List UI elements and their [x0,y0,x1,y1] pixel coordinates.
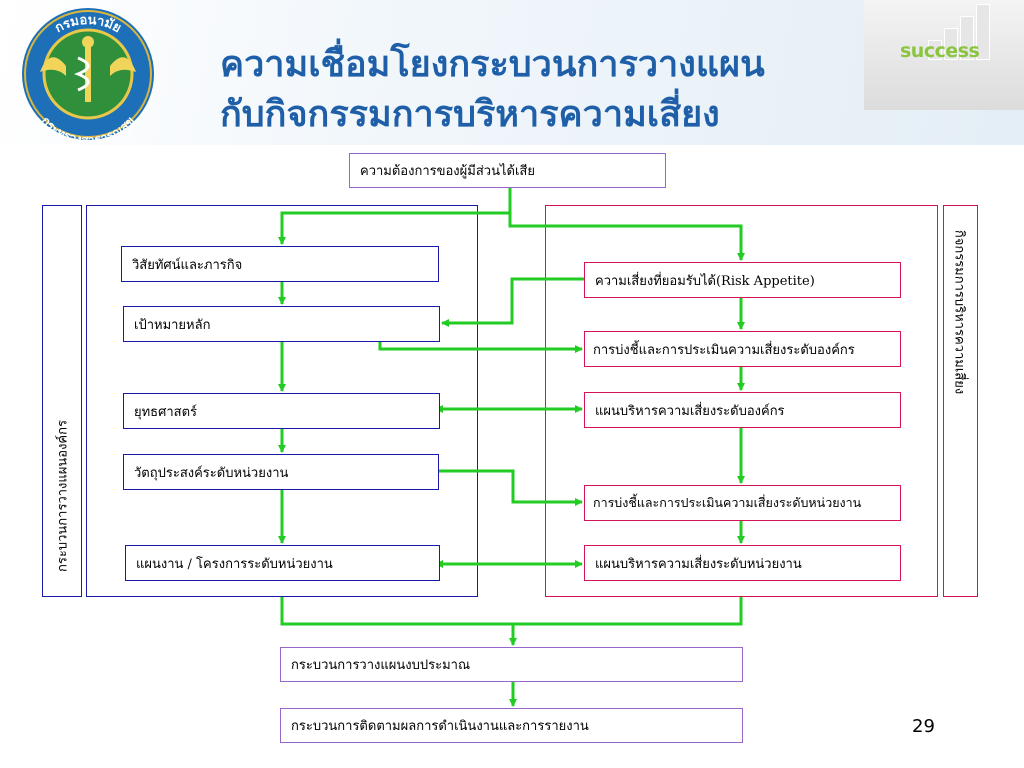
monitoring-box: กระบวนการติดตามผลการดำเนินงานและการรายงา… [280,708,743,743]
planning-step-project: แผนงาน / โครงการระดับหน่วยงาน [125,545,440,581]
risk-step-appetite: ความเสี่ยงที่ยอมรับได้(Risk Appetite) [584,262,901,298]
risk-step-org-plan: แผนบริหารความเสี่ยงระดับองค์กร [584,392,901,428]
arrow-stakeholder-to-appetite [508,213,745,261]
header-background [0,0,1024,145]
ministry-seal-icon: กรมอนามัย กระทรวงสาธารณสุข [22,8,154,142]
page-number: 29 [912,716,935,737]
arrow-stakeholder-to-vision [278,188,512,245]
arrow-risk-to-budget [513,597,743,626]
arrow-appetite-to-goal [441,277,584,327]
success-text: success [900,40,980,62]
risk-step-unit-plan: แผนบริหารความเสี่ยงระดับหน่วยงาน [584,545,901,581]
planning-step-objective: วัตถุประสงค์ระดับหน่วยงาน [123,454,439,490]
planning-step-strategy: ยุทธศาสตร์ [123,393,440,429]
risk-step-org-assessment: การบ่งชี้และการประเมินความเสี่ยงระดับองค… [584,331,901,367]
planning-step-goal: เป้าหมายหลัก [123,306,440,342]
risk-side-frame [943,205,978,597]
planning-step-vision: วิสัยทัศน์และภารกิจ [121,246,439,282]
arrow-goal-to-org-assess [378,342,583,353]
page-title: ความเชื่อมโยงกระบวนการวางแผน กับกิจกรรมก… [220,40,765,140]
success-badge: success [864,0,1024,110]
planning-frame [86,205,478,597]
budget-planning-box: กระบวนการวางแผนงบประมาณ [280,647,743,682]
title-line-2: กับกิจกรรมการบริหารความเสี่ยง [220,94,720,135]
arrow-planning-to-budget [280,597,517,646]
title-line-1: ความเชื่อมโยงกระบวนการวางแผน [220,44,765,85]
stakeholder-needs-box: ความต้องการของผู้มีส่วนได้เสีย [349,153,666,188]
risk-step-unit-assessment: การบ่งชี้และการประเมินความเสี่ยงระดับหน่… [584,485,901,521]
risk-frame [545,205,938,597]
planning-side-frame [42,205,82,597]
arrow-objective-to-unit-assess [439,469,583,506]
